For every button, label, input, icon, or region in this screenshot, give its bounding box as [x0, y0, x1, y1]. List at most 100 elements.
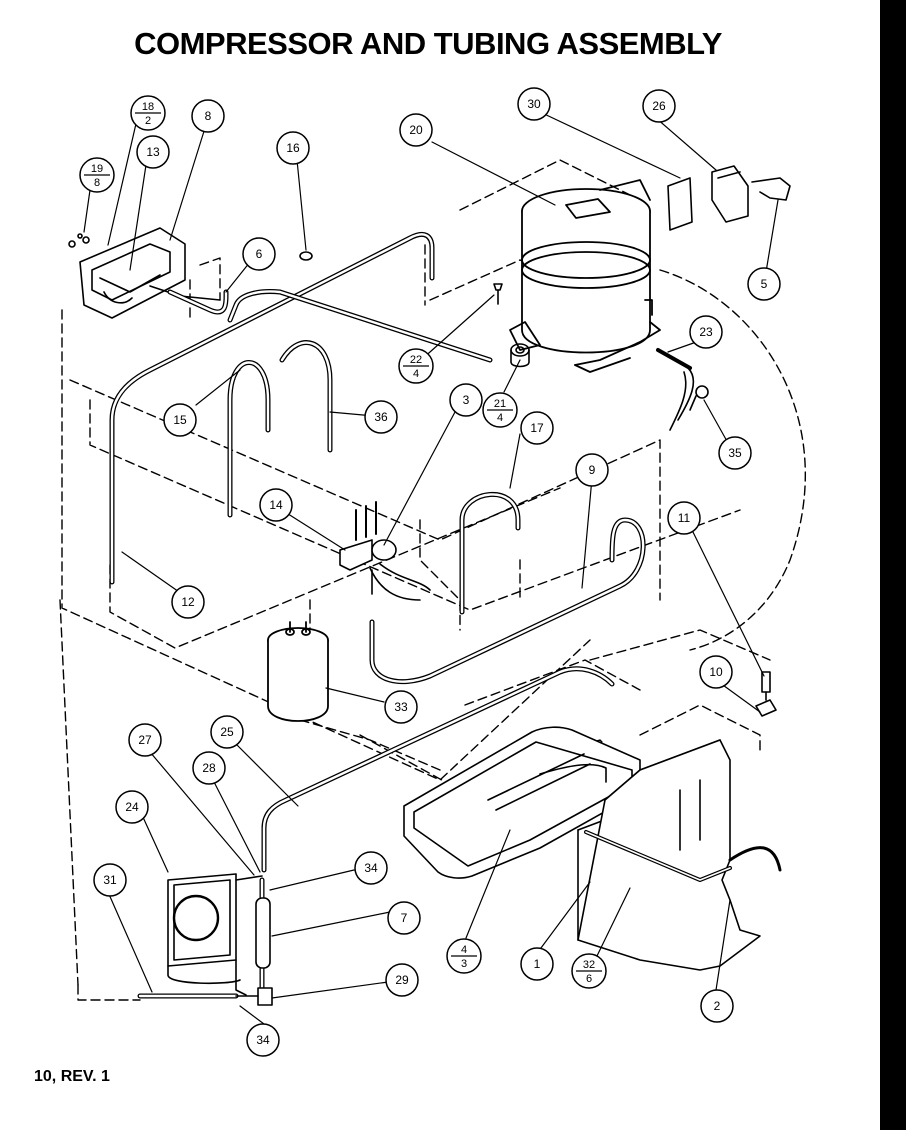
tube-17 — [459, 492, 521, 615]
callout-28: 28 — [192, 751, 226, 785]
capacitor — [267, 621, 329, 722]
svg-text:26: 26 — [652, 99, 666, 113]
svg-text:15: 15 — [173, 413, 187, 427]
svg-text:19: 19 — [91, 163, 103, 175]
svg-text:8: 8 — [94, 177, 100, 189]
svg-text:25: 25 — [220, 725, 234, 739]
fraction-callout-4: 4 3 — [446, 938, 482, 974]
callouts: 1 2 3 5 6 7 8 9 10 11 12 13 14 15 16 17 … — [93, 87, 781, 1057]
callout-29: 29 — [385, 963, 419, 997]
svg-text:29: 29 — [395, 973, 409, 987]
svg-text:16: 16 — [286, 141, 300, 155]
callout-27: 27 — [128, 723, 162, 757]
svg-text:7: 7 — [401, 911, 408, 925]
callout-15: 15 — [163, 403, 197, 437]
tube-12 — [109, 231, 435, 585]
callout-24: 24 — [115, 790, 149, 824]
svg-text:17: 17 — [530, 421, 544, 435]
callout-20: 20 — [399, 113, 433, 147]
callout-7: 7 — [387, 901, 421, 935]
page-title: COMPRESSOR AND TUBING ASSEMBLY — [134, 26, 722, 61]
parts-diagram: 1 2 3 5 6 7 8 9 10 11 12 13 14 15 16 17 … — [59, 87, 806, 1057]
svg-text:20: 20 — [409, 123, 423, 137]
svg-text:2: 2 — [145, 115, 151, 127]
tube-25 — [261, 666, 615, 873]
revision-note: 10, REV. 1 — [34, 1068, 110, 1085]
screw — [493, 283, 503, 305]
svg-text:8: 8 — [205, 109, 212, 123]
tube-6 — [167, 289, 229, 315]
svg-text:13: 13 — [146, 145, 160, 159]
svg-text:3: 3 — [463, 393, 470, 407]
fraction-callout-22: 22 4 — [398, 348, 434, 384]
svg-text:36: 36 — [374, 410, 388, 424]
fraction-callout-19: 19 8 — [79, 157, 115, 193]
grommet — [510, 343, 530, 368]
svg-text:6: 6 — [256, 247, 263, 261]
fraction-callout-18: 18 2 — [130, 95, 166, 131]
svg-text:3: 3 — [461, 958, 467, 970]
callout-11: 11 — [667, 501, 701, 535]
fraction-callout-21: 21 4 — [482, 392, 518, 428]
svg-text:32: 32 — [583, 959, 595, 971]
svg-text:4: 4 — [497, 412, 503, 424]
callout-34-lower: 34 — [246, 1023, 280, 1057]
svg-text:18: 18 — [142, 101, 154, 113]
svg-text:34: 34 — [364, 861, 378, 875]
valve-assembly — [339, 501, 431, 601]
clip-16 — [299, 251, 313, 261]
dashed-outlines — [59, 159, 806, 1001]
callout-12: 12 — [171, 585, 205, 619]
callout-10: 10 — [699, 655, 733, 689]
svg-text:1: 1 — [534, 957, 541, 971]
svg-text:27: 27 — [138, 733, 152, 747]
svg-text:34: 34 — [256, 1033, 270, 1047]
callout-34-upper: 34 — [354, 851, 388, 885]
relay-parts — [667, 165, 791, 231]
callout-36: 36 — [364, 400, 398, 434]
svg-text:21: 21 — [494, 398, 506, 410]
drier — [255, 877, 273, 1006]
callout-30: 30 — [517, 87, 551, 121]
fraction-callouts: 18 2 19 8 22 4 21 4 — [79, 95, 607, 989]
tube-15-36 — [227, 340, 333, 518]
svg-text:14: 14 — [269, 498, 283, 512]
callout-25: 25 — [210, 715, 244, 749]
svg-text:24: 24 — [125, 800, 139, 814]
callout-33: 33 — [384, 690, 418, 724]
svg-text:31: 31 — [103, 873, 117, 887]
svg-text:9: 9 — [589, 463, 596, 477]
callout-35: 35 — [718, 436, 752, 470]
wire-harness — [656, 348, 709, 431]
callout-1: 1 — [520, 947, 554, 981]
leader-lines — [83, 111, 779, 1025]
callout-23: 23 — [689, 315, 723, 349]
svg-text:10: 10 — [709, 665, 723, 679]
svg-text:12: 12 — [181, 595, 195, 609]
callout-9: 9 — [575, 453, 609, 487]
compressor — [509, 179, 661, 373]
condenser — [167, 873, 263, 996]
svg-text:2: 2 — [714, 999, 721, 1013]
callout-17: 17 — [520, 411, 554, 445]
callout-3: 3 — [449, 383, 483, 417]
fitting-10-11 — [755, 671, 777, 717]
callout-16: 16 — [276, 131, 310, 165]
callout-2: 2 — [700, 989, 734, 1023]
callout-8: 8 — [191, 99, 225, 133]
svg-text:4: 4 — [461, 944, 467, 956]
cover-panel — [577, 739, 782, 971]
svg-text:33: 33 — [394, 700, 408, 714]
svg-text:35: 35 — [728, 446, 742, 460]
fraction-callout-32: 32 6 — [571, 953, 607, 989]
drain-tray — [403, 726, 641, 879]
callout-13: 13 — [136, 135, 170, 169]
control-bracket — [68, 227, 221, 319]
callout-6: 6 — [242, 237, 276, 271]
svg-text:22: 22 — [410, 354, 422, 366]
svg-text:30: 30 — [527, 97, 541, 111]
callout-31: 31 — [93, 863, 127, 897]
tube-22 — [227, 289, 493, 363]
callout-14: 14 — [259, 488, 293, 522]
